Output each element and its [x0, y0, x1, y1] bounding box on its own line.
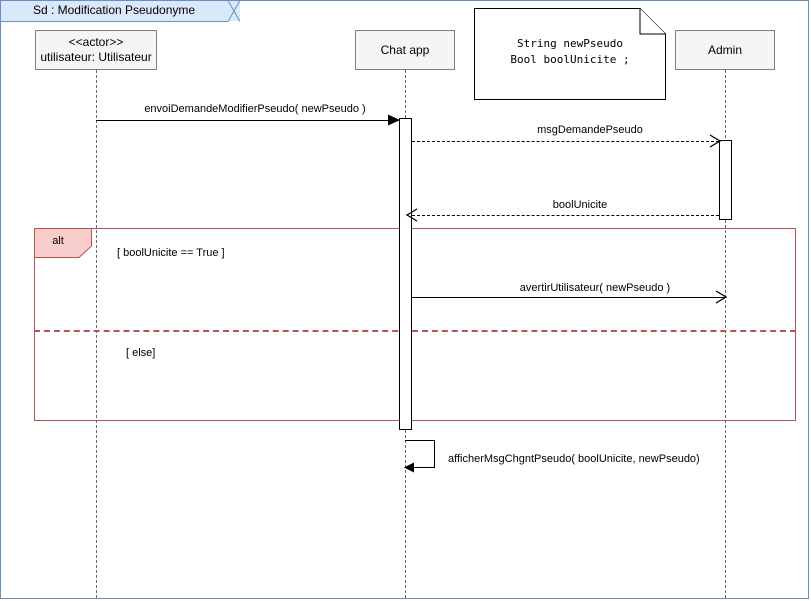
- message-label-msg-demande-pseudo: msgDemandePseudo: [537, 124, 643, 136]
- message-line-avertir-utilisateur: [412, 297, 725, 298]
- note-line-2: Bool boolUnicite ;: [510, 53, 630, 66]
- participant-admin-label: Admin: [707, 42, 742, 57]
- message-label-avertir-utilisateur: avertirUtilisateur( newPseudo ): [519, 282, 671, 294]
- self-message-loop-icon: [404, 440, 435, 473]
- participant-chatapp-label: Chat app: [380, 42, 430, 57]
- message-label-bool-unicite: boolUnicite: [552, 199, 608, 211]
- message-line-msg-demande-pseudo: [412, 141, 719, 142]
- diagram-frame-tab: Sd : Modification Pseudonyme: [0, 0, 240, 22]
- message-line-envoi-demande: [96, 120, 399, 121]
- participant-utilisateur-label: utilisateur: Utilisateur: [40, 50, 152, 64]
- diagram-title: Sd : Modification Pseudonyme: [32, 3, 196, 17]
- self-message-afficher-msg-chgnt-pseudo: [400, 436, 444, 481]
- participant-chatapp[interactable]: Chat app: [355, 30, 455, 70]
- alt-tag-shape-icon: [34, 228, 92, 258]
- activation-bar-admin: [719, 140, 732, 220]
- alt-fragment-divider: [34, 330, 796, 332]
- arrowhead-open-right-2: [709, 134, 722, 148]
- alt-fragment-frame: [34, 228, 796, 421]
- lifeline-utilisateur: [96, 70, 97, 598]
- lifeline-admin: [725, 70, 726, 598]
- note-shape-icon: [474, 8, 666, 100]
- frame-tab-shape-icon: [0, 0, 240, 22]
- arrowhead-open-left-3: [405, 208, 418, 222]
- activation-bar-chatapp: [399, 118, 412, 430]
- note-declarations: String newPseudo Bool boolUnicite ;: [474, 8, 666, 100]
- arrowhead-filled-right-1: [388, 114, 400, 126]
- participant-utilisateur-stereotype: <<actor>>: [68, 35, 124, 49]
- alt-fragment-tag: [34, 228, 92, 258]
- note-line-1: String newPseudo: [517, 37, 623, 50]
- message-label-envoi-demande: envoiDemandeModifierPseudo( newPseudo ): [144, 103, 366, 115]
- message-line-bool-unicite: [412, 215, 719, 216]
- participant-utilisateur[interactable]: <<actor>> utilisateur: Utilisateur: [35, 30, 157, 70]
- arrowhead-open-right-4: [715, 290, 728, 304]
- message-label-afficher-msg-chgnt-pseudo: afficherMsgChgntPseudo( boolUnicite, new…: [448, 453, 700, 465]
- alt-fragment-operator: alt: [52, 235, 64, 247]
- alt-guard-condition-2: [ else]: [126, 347, 156, 359]
- participant-admin[interactable]: Admin: [675, 30, 775, 70]
- alt-guard-condition-1: [ boolUnicite == True ]: [117, 247, 225, 259]
